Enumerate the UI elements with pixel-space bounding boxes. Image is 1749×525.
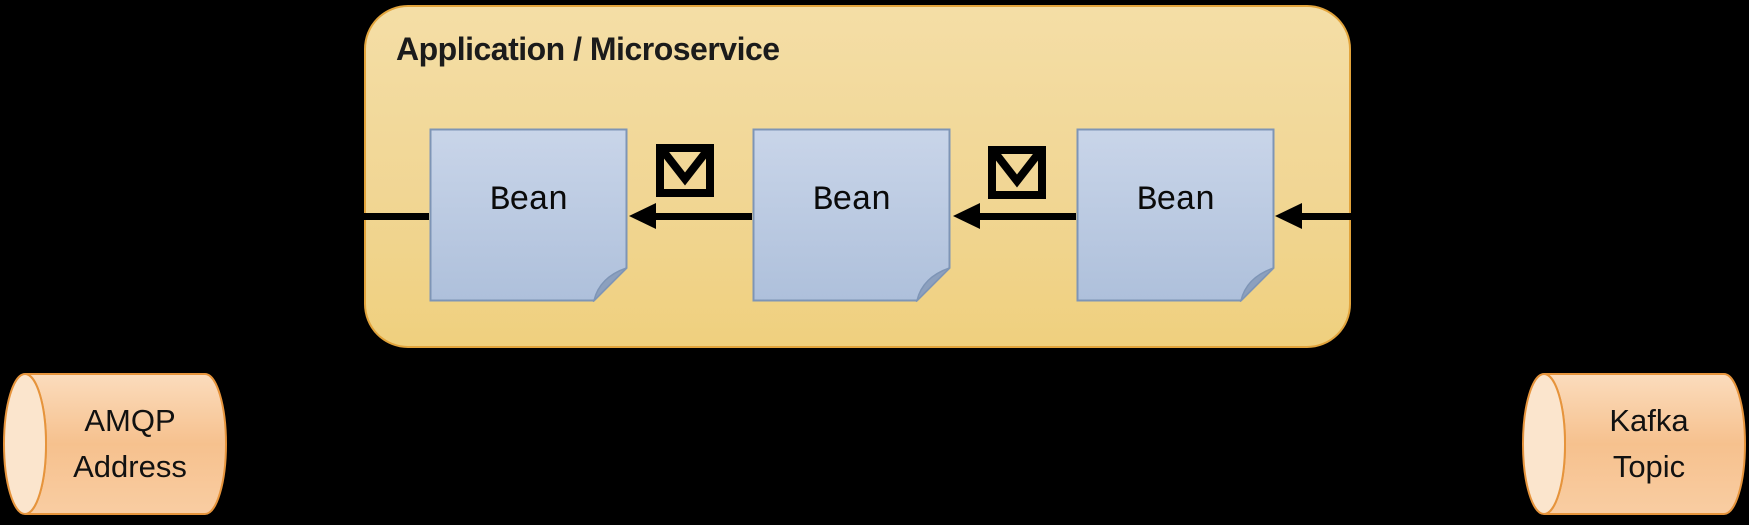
cylinder-shape [3,373,227,515]
amqp-line2: Address [73,449,187,484]
amqp-address-label: AMQP Address [42,372,218,516]
arrow-head-left-icon [629,203,656,229]
kafka-line2: Topic [1612,449,1686,484]
folded-corner [1239,267,1275,302]
bean-box-2: Bean [752,128,951,302]
flow-arrow-from-kafka [1296,213,1446,220]
bean-label: Bean [812,182,892,220]
bean-label: Bean [489,182,569,220]
arrow-head-left-icon [1275,203,1302,229]
folded-corner [592,267,628,302]
bean-box-3: Bean [1076,128,1275,302]
flow-arrow-to-amqp [330,213,429,220]
message-envelope-icon [988,146,1046,199]
kafka-line1: Kafka [1609,403,1689,438]
note-shape [752,128,951,302]
flow-arrow-bean2-to-bean1 [650,213,752,220]
arrow-head-left-icon [953,203,980,229]
application-box-title: Application / Microservice [396,31,780,67]
amqp-address-cylinder: AMQP Address [2,372,228,516]
kafka-topic-label: Kafka Topic [1561,372,1737,516]
amqp-line1: AMQP [84,403,176,438]
flow-arrow-bean3-to-bean2 [974,213,1076,220]
cylinder-shape [1522,373,1746,515]
kafka-topic-cylinder: Kafka Topic [1521,372,1747,516]
cylinder-cap [3,373,47,515]
cylinder-cap [1522,373,1566,515]
note-shape [1076,128,1275,302]
message-envelope-icon [656,144,714,197]
folded-corner [915,267,951,302]
bean-box-1: Bean [429,128,628,302]
bean-label: Bean [1136,182,1216,220]
note-shape [429,128,628,302]
